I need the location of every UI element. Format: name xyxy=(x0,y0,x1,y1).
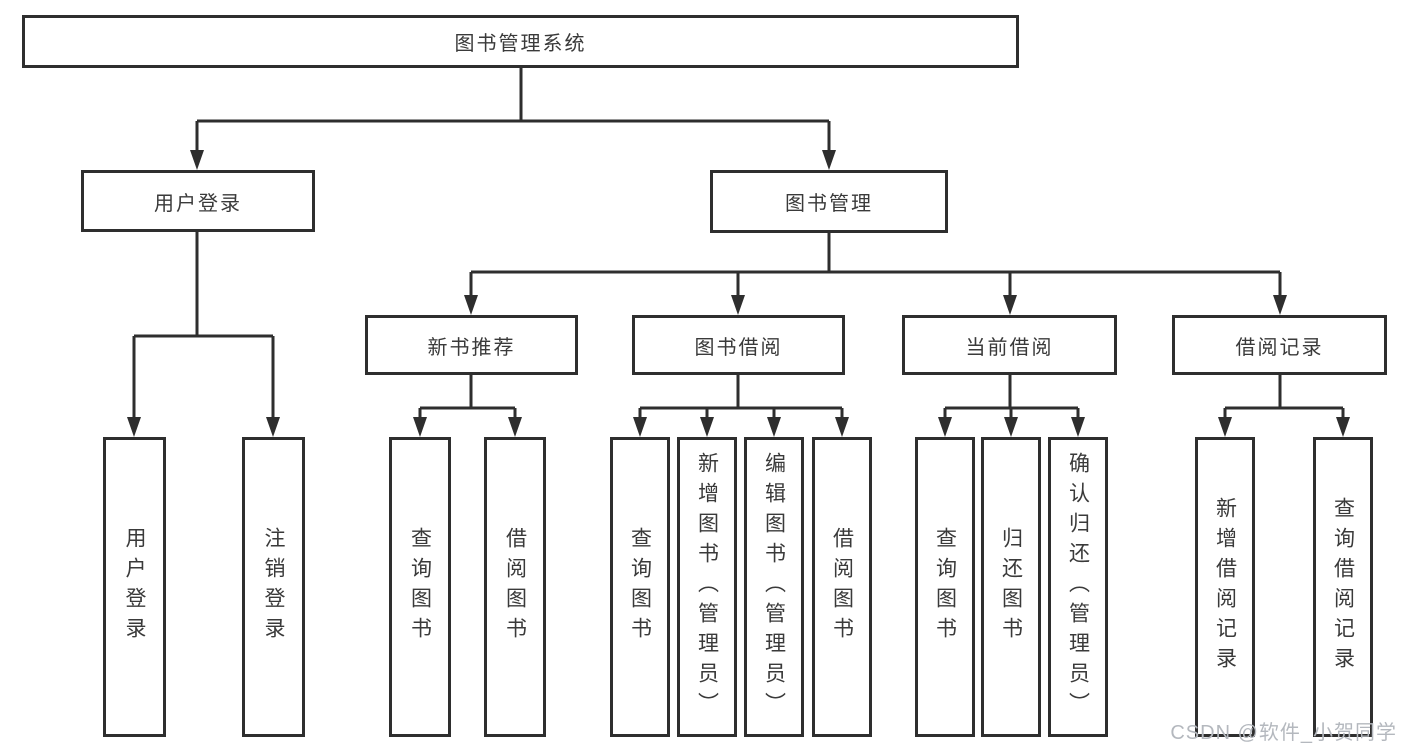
leaf-query-borrow-record-label: 查询借阅记录 xyxy=(1331,497,1355,677)
leaf-query-book-recommend: 查询图书 xyxy=(389,437,451,737)
leaf-confirm-return-admin-label: 确认归还（管理员） xyxy=(1066,452,1090,722)
leaf-add-borrow-record: 新增借阅记录 xyxy=(1195,437,1255,737)
connector-root-to-level2 xyxy=(190,67,836,170)
node-current-borrow: 当前借阅 xyxy=(902,315,1117,375)
leaf-borrow-book-recommend: 借阅图书 xyxy=(484,437,546,737)
leaf-user-login-label: 用户登录 xyxy=(123,527,146,647)
node-book-borrow-label: 图书借阅 xyxy=(694,336,783,359)
connector-current-borrow-branch xyxy=(938,374,1085,437)
leaf-edit-book-admin-label: 编辑图书（管理员） xyxy=(762,452,786,722)
leaf-return-book: 归还图书 xyxy=(981,437,1041,737)
leaf-add-book-admin-label: 新增图书（管理员） xyxy=(695,452,719,722)
leaf-confirm-return-admin: 确认归还（管理员） xyxy=(1048,437,1108,737)
leaf-query-book-borrow: 查询图书 xyxy=(610,437,670,737)
leaf-query-book-borrow-label: 查询图书 xyxy=(628,527,652,647)
leaf-query-book-current: 查询图书 xyxy=(915,437,975,737)
leaf-logout-label: 注销登录 xyxy=(262,527,285,647)
node-user-login-label: 用户登录 xyxy=(154,192,242,215)
connector-book-management-branch xyxy=(464,232,1287,315)
node-user-login: 用户登录 xyxy=(81,170,315,232)
node-new-book-recommend: 新书推荐 xyxy=(365,315,578,375)
node-borrow-record-label: 借阅记录 xyxy=(1235,336,1324,359)
leaf-query-borrow-record: 查询借阅记录 xyxy=(1313,437,1373,737)
node-library-system-label: 图书管理系统 xyxy=(454,33,587,55)
connector-new-book-branch xyxy=(413,374,522,437)
node-library-system: 图书管理系统 xyxy=(22,15,1019,68)
leaf-logout: 注销登录 xyxy=(242,437,305,737)
watermark: CSDN @软件_小贺同学 xyxy=(1170,722,1397,744)
leaf-add-borrow-record-label: 新增借阅记录 xyxy=(1213,497,1237,677)
node-new-book-recommend-label: 新书推荐 xyxy=(427,336,516,359)
node-book-management-label: 图书管理 xyxy=(785,193,873,215)
node-borrow-record: 借阅记录 xyxy=(1172,315,1387,375)
leaf-query-book-recommend-label: 查询图书 xyxy=(408,527,432,647)
leaf-borrow-book-recommend-label: 借阅图书 xyxy=(503,527,527,647)
leaf-query-book-current-label: 查询图书 xyxy=(933,527,957,647)
connector-user-login-branch xyxy=(127,231,280,437)
connector-borrow-record-branch xyxy=(1218,374,1350,437)
node-book-management: 图书管理 xyxy=(710,170,948,233)
leaf-borrow-book: 借阅图书 xyxy=(812,437,872,737)
connector-book-borrow-branch xyxy=(633,374,849,437)
node-book-borrow: 图书借阅 xyxy=(632,315,845,375)
leaf-edit-book-admin: 编辑图书（管理员） xyxy=(744,437,804,737)
node-current-borrow-label: 当前借阅 xyxy=(965,336,1054,359)
leaf-user-login: 用户登录 xyxy=(103,437,166,737)
leaf-return-book-label: 归还图书 xyxy=(999,527,1023,647)
leaf-borrow-book-label: 借阅图书 xyxy=(830,527,854,647)
leaf-add-book-admin: 新增图书（管理员） xyxy=(677,437,737,737)
